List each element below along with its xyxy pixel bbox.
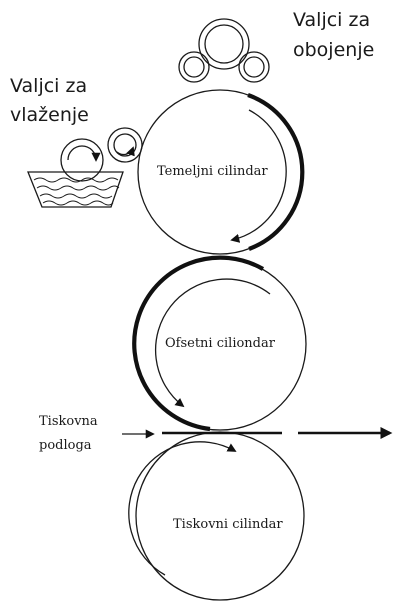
dampening-trough: [27, 171, 124, 208]
plate-cylinder-rim: [247, 93, 305, 251]
inking-roller-right: [238, 51, 270, 83]
impression-cylinder-label: Tiskovni cilindar: [173, 517, 283, 532]
inking-roller-top-inner: [204, 24, 244, 64]
dampening-roller-small-inner: [113, 133, 137, 157]
inking-rollers: [178, 18, 270, 83]
blanket-cylinder: [132, 255, 307, 432]
substrate-label: Tiskovna podloga: [39, 414, 102, 453]
impression-cylinder: [128, 431, 305, 601]
dampening-roller-large-arrow: [67, 145, 101, 162]
dampening-unit: [27, 127, 143, 208]
inking-roller-top: [198, 18, 250, 70]
dampening-rollers-label: Valjci za vlaženje: [10, 75, 93, 126]
blanket-cylinder-rim: [132, 255, 265, 432]
dampening-roller-large: [60, 138, 104, 182]
inking-rollers-label: Valjci za obojenje: [293, 9, 376, 61]
blanket-cylinder-label: Ofsetni ciliondar: [165, 336, 276, 351]
plate-cylinder-label: Temeljni cilindar: [157, 164, 268, 179]
inking-roller-left: [178, 51, 210, 83]
impression-cylinder-circle: [135, 431, 305, 601]
plate-cylinder-rotation-arrow: [230, 109, 287, 243]
inking-roller-left-inner: [183, 56, 205, 78]
dampening-roller-small-arrow: [116, 146, 135, 157]
dampening-roller-small: [107, 127, 143, 163]
substrate-path: [122, 427, 393, 439]
inking-roller-right-inner: [243, 56, 265, 78]
plate-cylinder: [137, 89, 305, 255]
impression-cylinder-rotation-arrow: [128, 441, 237, 576]
blanket-cylinder-rotation-arrow: [154, 278, 271, 408]
water-lines: [33, 177, 120, 206]
